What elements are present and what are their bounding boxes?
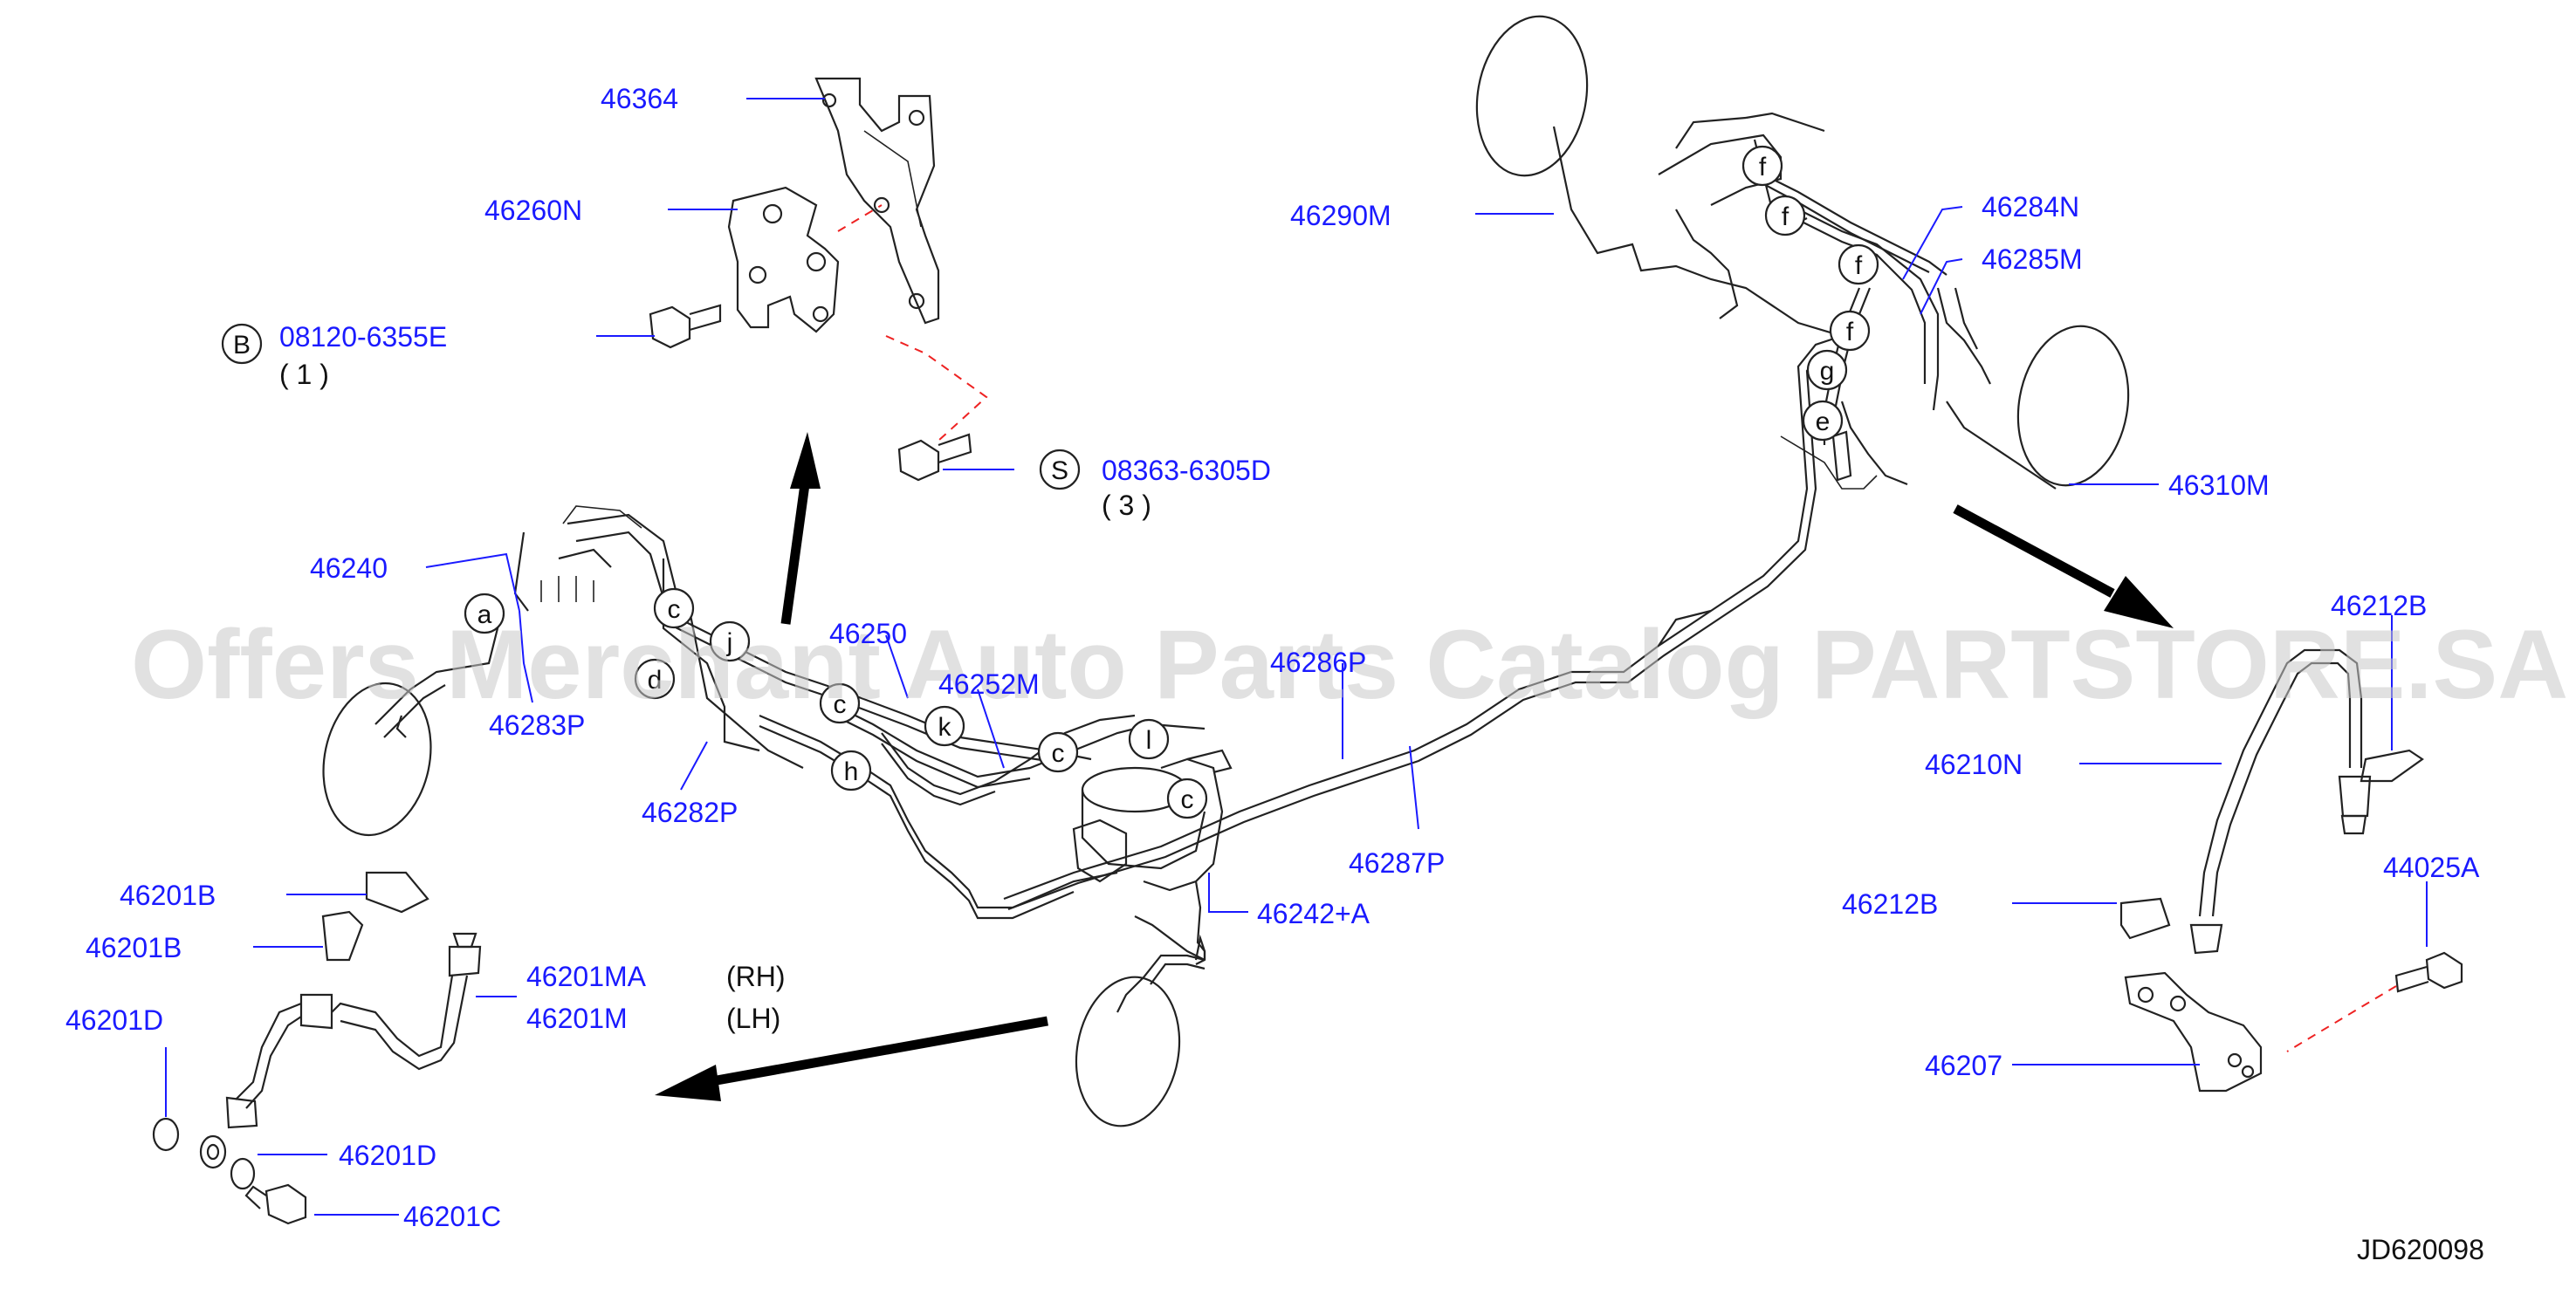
clip-46201b-b-drawing: [321, 910, 364, 962]
bracket-46364-drawing: [814, 77, 940, 325]
symbol-b: B: [233, 331, 251, 360]
label-46201d-b[interactable]: 46201D: [339, 1140, 436, 1171]
install-line-2: [885, 335, 988, 442]
label-46212b-bottom[interactable]: 46212B: [1842, 888, 1938, 920]
washer-46201d-a-drawing: [152, 1117, 180, 1152]
rear-left-rotor: [1475, 15, 1589, 177]
bracket-46207-drawing: [2124, 971, 2263, 1093]
callout-c2: c: [834, 690, 847, 719]
clip-46212b-bottom-drawing: [2119, 897, 2171, 940]
callout-f2: f: [1782, 202, 1789, 231]
label-bolt-b-part[interactable]: 08120-6355E: [279, 321, 447, 353]
bolt-b-drawing: [649, 304, 722, 349]
label-46285m[interactable]: 46285M: [1982, 243, 2083, 275]
label-46364[interactable]: 46364: [601, 83, 678, 114]
callout-f3: f: [1855, 251, 1863, 280]
label-46201d-a[interactable]: 46201D: [65, 1004, 163, 1036]
label-46282p[interactable]: 46282P: [642, 797, 738, 828]
callout-a: a: [477, 600, 492, 629]
callout-h: h: [844, 757, 859, 786]
label-46201ma[interactable]: 46201MA: [526, 961, 647, 992]
label-46286p[interactable]: 46286P: [1270, 647, 1366, 678]
callout-k: k: [938, 713, 952, 742]
label-46290m[interactable]: 46290M: [1290, 200, 1391, 231]
arrow-down-right: [1953, 504, 2174, 628]
connector-46260n-drawing: [727, 186, 840, 333]
label-46287p[interactable]: 46287P: [1349, 847, 1445, 879]
callout-j: j: [726, 628, 733, 657]
callout-c1: c: [668, 595, 681, 624]
label-46250[interactable]: 46250: [829, 618, 907, 649]
label-46260n[interactable]: 46260N: [484, 195, 582, 226]
watermark-text: Offers Merchant Auto Parts Catalog PARTS…: [131, 610, 2568, 719]
diagram-code: JD620098: [2357, 1234, 2484, 1265]
leader-lines: [165, 98, 2428, 1216]
label-46242a[interactable]: 46242+A: [1257, 898, 1370, 929]
clip-46212b-top-drawing: [2360, 749, 2424, 783]
label-46201b-b[interactable]: 46201B: [86, 932, 182, 963]
label-46310m[interactable]: 46310M: [2168, 469, 2270, 501]
arrow-down-left: [655, 1016, 1048, 1101]
note-lh: (LH): [726, 1003, 780, 1034]
label-46252m[interactable]: 46252M: [938, 668, 1040, 700]
label-46201b-a[interactable]: 46201B: [120, 880, 216, 911]
install-line-1: [837, 204, 883, 232]
master-cylinder-drawing: [1072, 749, 1233, 961]
front-hose-46201-drawing: [199, 932, 482, 1169]
callout-l: l: [1146, 726, 1152, 755]
callout-g: g: [1820, 357, 1835, 386]
front-left-rotor: [322, 682, 432, 837]
callout-f1: f: [1759, 153, 1767, 182]
callout-c4: c: [1181, 785, 1194, 814]
rear-right-rotor: [2016, 325, 2130, 487]
arrow-up: [780, 432, 821, 625]
front-right-hose-drawing: [1116, 934, 1206, 1013]
label-46283p[interactable]: 46283P: [489, 709, 585, 741]
label-46212b-top[interactable]: 46212B: [2331, 590, 2427, 621]
front-right-rotor: [1075, 976, 1181, 1127]
bolt-46201c-drawing: [244, 1183, 307, 1225]
label-46240[interactable]: 46240: [310, 552, 388, 584]
label-46201c[interactable]: 46201C: [403, 1201, 501, 1232]
note-rh: (RH): [726, 961, 786, 992]
callout-f4: f: [1846, 318, 1854, 346]
callout-c3: c: [1052, 739, 1065, 768]
callout-e: e: [1816, 408, 1831, 436]
label-screw-s-qty: ( 3 ): [1102, 490, 1151, 521]
label-46284n[interactable]: 46284N: [1982, 191, 2079, 223]
washer-46201d-b-drawing: [230, 1157, 256, 1190]
screw-s-drawing: [897, 433, 972, 482]
symbol-s: S: [1051, 456, 1068, 485]
callout-d: d: [648, 666, 663, 695]
rear-tube-cluster: [1552, 112, 2057, 490]
label-44025a[interactable]: 44025A: [2383, 852, 2480, 883]
main-tube-drawing: [1003, 334, 1843, 911]
bolt-44025a-drawing: [2394, 951, 2463, 993]
callout-circles: [221, 145, 1879, 819]
label-46210n[interactable]: 46210N: [1925, 749, 2023, 780]
clip-46201b-a-drawing: [365, 871, 429, 914]
label-46207[interactable]: 46207: [1925, 1050, 2002, 1081]
label-46201m[interactable]: 46201M: [526, 1003, 628, 1034]
install-line-3: [2286, 985, 2397, 1052]
label-bolt-b-qty: ( 1 ): [279, 359, 329, 390]
label-screw-s-part[interactable]: 08363-6305D: [1102, 455, 1271, 486]
rear-hose-46210n-drawing: [2189, 648, 2372, 955]
